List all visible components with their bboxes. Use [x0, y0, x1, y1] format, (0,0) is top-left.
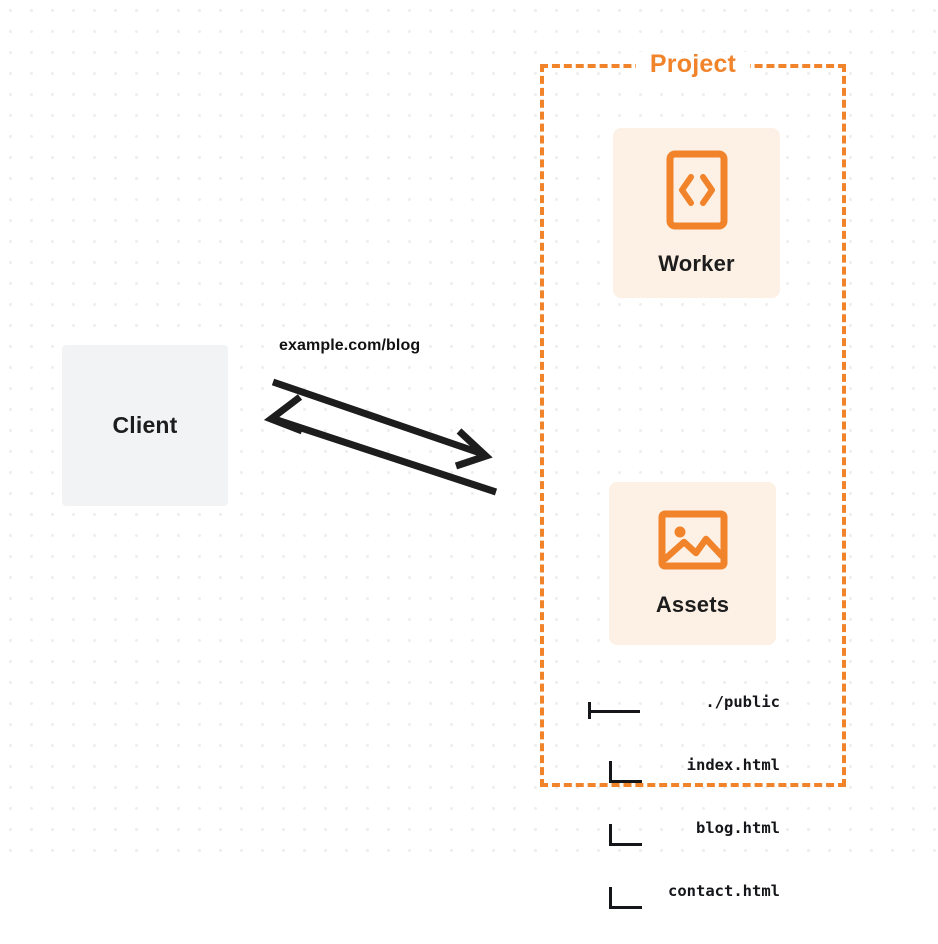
worker-node[interactable]: Worker — [613, 128, 780, 298]
image-picture-icon — [658, 509, 728, 576]
assets-title: Assets — [655, 592, 730, 617]
worker-title: Worker — [658, 250, 735, 276]
tree-item-name: blog.html — [696, 819, 780, 837]
project-label-backdrop — [636, 52, 750, 76]
code-document-icon — [666, 150, 728, 235]
tree-item-name: index.html — [686, 756, 780, 774]
file-tree-row: ./public — [588, 692, 784, 719]
request-arrow — [271, 378, 493, 470]
diagram-canvas: Client example.com/blog Project Worker A… — [0, 0, 938, 909]
tree-item-name: ./public — [705, 693, 780, 711]
connection-url-label: example.com/blog — [279, 337, 421, 354]
project-label: Project — [649, 50, 737, 78]
client-label: Client — [112, 412, 178, 438]
file-tree-row: contact.html — [588, 881, 784, 909]
assets-file-tree: ./public index.html blog.html contact.ht… — [588, 650, 784, 944]
file-tree-row: index.html — [588, 755, 784, 783]
response-arrow — [263, 394, 498, 496]
assets-node[interactable]: Assets — [609, 482, 776, 645]
file-tree-row: blog.html — [588, 818, 784, 846]
tree-item-name: contact.html — [668, 882, 780, 900]
client-node: Client — [62, 345, 228, 506]
